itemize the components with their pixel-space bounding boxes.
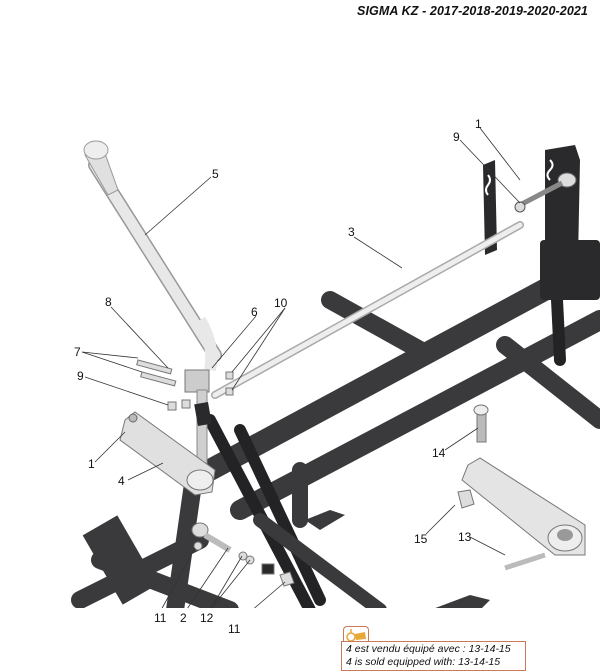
- callout-11-right: 11: [228, 622, 241, 636]
- callout-3: 3: [348, 225, 355, 239]
- callout-8: 8: [105, 295, 112, 309]
- callout-5: 5: [212, 167, 219, 181]
- callout-2: 2: [180, 611, 187, 625]
- chassis-frame: [71, 249, 600, 619]
- leader-lines: [81, 127, 521, 624]
- bolts: [136, 359, 234, 411]
- callout-15: 15: [414, 532, 428, 546]
- bottom-fittings: [191, 522, 295, 587]
- callout-6: 6: [251, 305, 258, 319]
- callout-9-top: 9: [453, 130, 460, 144]
- callout-14: 14: [432, 446, 446, 460]
- callout-9-left: 9: [77, 369, 84, 383]
- callout-1-left: 1: [88, 457, 95, 471]
- spare-arm: [457, 404, 586, 571]
- gear-lever: [83, 140, 222, 372]
- gear-rod: [211, 221, 524, 399]
- callout-13: 13: [458, 530, 472, 544]
- callout-7: 7: [74, 345, 81, 359]
- diagram-title: SIGMA KZ - 2017-2018-2019-2020-2021: [357, 4, 588, 18]
- callout-1-top: 1: [475, 117, 482, 131]
- note-tab: [343, 626, 369, 643]
- shift-arm: [119, 411, 216, 496]
- callout-10: 10: [274, 296, 288, 310]
- callout-11-left: 11: [154, 611, 167, 625]
- note-line-en: 4 is sold equipped with: 13-14-15: [346, 656, 501, 668]
- seat-bracket: [483, 145, 600, 300]
- callout-12: 12: [200, 611, 214, 625]
- note-line-fr: 4 est vendu équipé avec : 13-14-15: [346, 643, 511, 655]
- kit-note: 4 est vendu équipé avec : 13-14-15 4 is …: [341, 641, 526, 671]
- callout-4: 4: [118, 474, 125, 488]
